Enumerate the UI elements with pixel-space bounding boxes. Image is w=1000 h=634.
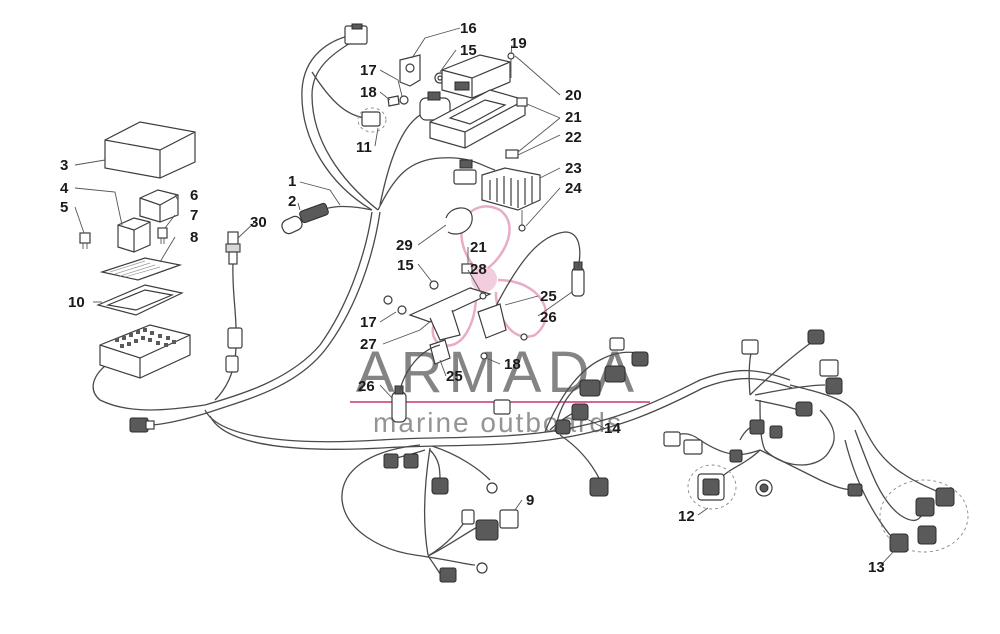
screw-18-middle xyxy=(480,333,528,360)
callout-17-top: 17 xyxy=(360,62,377,79)
ht-lead xyxy=(399,231,581,391)
hardware-top xyxy=(387,72,446,107)
callout-4: 4 xyxy=(60,180,69,197)
connectors-group-12 xyxy=(663,419,783,510)
callout-28: 28 xyxy=(470,261,487,278)
callout-11: 11 xyxy=(356,139,372,156)
engine-control-unit xyxy=(441,54,511,99)
regulator-connector xyxy=(453,159,477,185)
callout-1: 1 xyxy=(288,173,296,190)
callout-21-top: 21 xyxy=(565,109,582,126)
callout-14: 14 xyxy=(604,420,621,437)
nut-washers-upper xyxy=(505,97,528,159)
connectors-right-upper xyxy=(741,329,863,497)
screw-24 xyxy=(518,210,526,232)
fuse-box-cover xyxy=(104,121,196,179)
harness-connector-top xyxy=(344,23,368,45)
callout-18-top: 18 xyxy=(360,84,377,101)
callout-20: 20 xyxy=(565,87,582,104)
fuse-box-gasket xyxy=(96,284,184,316)
callout-12: 12 xyxy=(678,508,695,525)
callout-27: 27 xyxy=(360,336,377,353)
lambda-sensor xyxy=(225,231,243,373)
callout-24: 24 xyxy=(565,180,582,197)
callout-6: 6 xyxy=(190,187,198,204)
callout-13: 13 xyxy=(868,559,885,576)
callout-26-right: 26 xyxy=(540,309,557,326)
mount-bracket xyxy=(399,54,421,87)
callout-17-middle: 17 xyxy=(360,314,377,331)
leader-lines xyxy=(74,27,896,567)
nut-21-middle xyxy=(461,263,473,274)
connectors-group-13 xyxy=(879,479,969,553)
bracket-27 xyxy=(383,280,492,341)
callout-3: 3 xyxy=(60,157,68,174)
relay-large xyxy=(117,217,151,253)
clamp-ring xyxy=(445,207,473,235)
ignition-coil-middle xyxy=(429,303,507,365)
part-callouts: 1 2 3 4 5 6 7 8 9 10 11 12 13 14 15 15 1… xyxy=(60,20,885,576)
connectors-group-14 xyxy=(493,337,649,497)
callout-5: 5 xyxy=(60,199,68,216)
callout-18-middle: 18 xyxy=(504,356,521,373)
callout-7: 7 xyxy=(190,207,198,224)
connectors-lower-left xyxy=(383,453,519,583)
harness-connector-left xyxy=(129,417,155,433)
fuse-box-base xyxy=(99,324,191,379)
voltage-regulator xyxy=(481,167,541,211)
temperature-sensor xyxy=(281,202,329,235)
callout-25-lower: 25 xyxy=(446,368,463,385)
callout-30: 30 xyxy=(250,214,267,231)
ecu-mounting-plate xyxy=(429,89,526,149)
callout-23: 23 xyxy=(565,160,582,177)
callout-2: 2 xyxy=(288,193,296,210)
ignition-coil xyxy=(419,91,451,121)
callout-9: 9 xyxy=(526,492,534,509)
fuse-blade-7 xyxy=(157,227,168,244)
fuse-label-sheet xyxy=(99,257,183,281)
callout-29: 29 xyxy=(396,237,413,254)
fuse-blade-5 xyxy=(79,232,91,249)
callout-15-top: 15 xyxy=(460,42,477,59)
callout-15-middle: 15 xyxy=(397,257,414,274)
screw-19 xyxy=(507,52,515,78)
callout-21-middle: 21 xyxy=(470,239,487,256)
callout-26-lower: 26 xyxy=(358,378,375,395)
connector-11 xyxy=(357,107,387,133)
callout-16: 16 xyxy=(460,20,477,37)
callout-25-right: 25 xyxy=(540,288,557,305)
relay-small xyxy=(139,189,179,223)
spark-plug-cap-lower xyxy=(391,385,407,423)
callout-10: 10 xyxy=(68,294,85,311)
callout-19: 19 xyxy=(510,35,527,52)
callout-22: 22 xyxy=(565,129,582,146)
callout-8: 8 xyxy=(190,229,198,246)
